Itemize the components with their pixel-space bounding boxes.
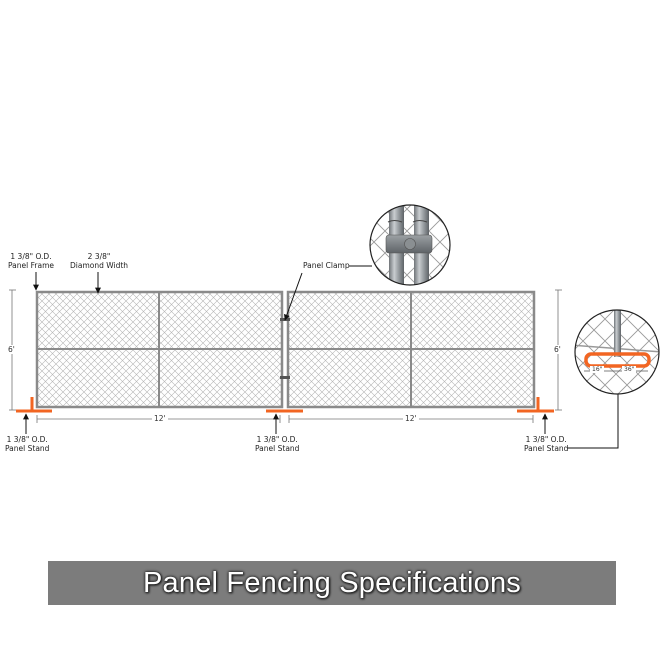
dim-height-right: 6' (552, 345, 563, 354)
label-text: Panel Stand (5, 443, 50, 453)
title-banner: Panel Fencing Specifications (48, 561, 616, 605)
panel-stands (16, 397, 554, 413)
dim-stand-long: 36" (622, 366, 637, 373)
label-text: Panel Frame (8, 260, 54, 270)
fence-panel-left (35, 290, 284, 409)
dim-stand-short: 16" (590, 366, 605, 373)
label-stand-right: 1 3/8" O.D. Panel Stand (524, 435, 569, 453)
label-text: 2 3/8" (87, 252, 111, 261)
dim-width-right: 12' (403, 414, 419, 423)
dim-height-left: 6' (6, 345, 17, 354)
label-stand-left: 1 3/8" O.D. Panel Stand (5, 435, 50, 453)
label-text: Panel Stand (524, 443, 569, 453)
label-text: Diamond Width (70, 260, 129, 270)
label-text: 1 3/8" O.D. (256, 435, 298, 444)
page-title: Panel Fencing Specifications (143, 566, 521, 599)
panel-stand-detail (574, 309, 660, 395)
label-stand-middle: 1 3/8" O.D. Panel Stand (255, 435, 300, 453)
label-text: 1 3/8" O.D. (10, 252, 52, 261)
callout-arrows (23, 265, 619, 449)
label-text: 1 3/8" O.D. (6, 435, 48, 444)
label-panel-clamp: Panel Clamp (303, 261, 350, 270)
label-panel-frame: 1 3/8" O.D. Panel Frame (8, 252, 54, 270)
label-text: Panel Stand (255, 443, 300, 453)
label-diamond-width: 2 3/8" Diamond Width (70, 252, 129, 270)
fence-panel-right (286, 290, 536, 409)
label-text: 1 3/8" O.D. (525, 435, 567, 444)
panel-clamp-detail (369, 204, 451, 286)
dim-width-left: 12' (152, 414, 168, 423)
